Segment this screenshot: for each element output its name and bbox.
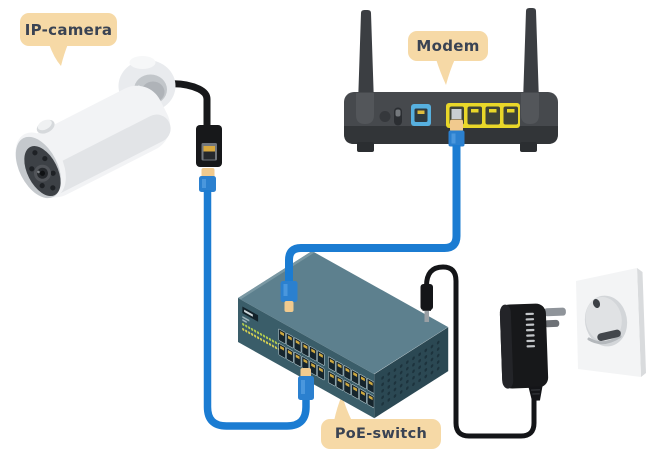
camera-callout-tail <box>49 44 68 66</box>
modem-antenna-left <box>358 10 374 104</box>
power-adapter <box>499 303 566 401</box>
rj45-plug <box>199 176 216 192</box>
dc-plug-tip <box>424 310 429 322</box>
callout-modem: Modem <box>408 31 488 61</box>
rj45-boot <box>300 368 311 378</box>
modem-wan-port <box>411 104 431 126</box>
power-cable <box>420 264 537 439</box>
adapter-prong <box>544 319 560 328</box>
camera-lens <box>33 164 51 182</box>
modem <box>344 8 558 152</box>
wall-outlet <box>576 268 646 377</box>
adapter-prong <box>543 307 566 317</box>
modem-antenna-right <box>523 8 539 102</box>
modem-foot <box>357 142 374 152</box>
switch-front-face <box>238 298 375 419</box>
modem-callout-tail <box>436 59 455 85</box>
rj45-boot <box>201 168 215 178</box>
switch-leds-row1 <box>242 322 281 346</box>
callout-tails <box>49 44 455 421</box>
dc-barrel-plug <box>420 284 433 310</box>
adapter-vents <box>525 312 536 348</box>
switch-side-face <box>374 327 449 419</box>
switch-callout-tail <box>334 395 352 421</box>
rj45-plug <box>298 376 314 400</box>
socket-hole-bottom <box>597 329 621 341</box>
switch-vents <box>381 337 445 406</box>
ip-camera <box>15 56 222 199</box>
callout-poe-switch: PoE-switch <box>321 419 441 449</box>
modem-button <box>379 111 391 122</box>
rj45-boot <box>450 119 463 132</box>
modem-switch-cable <box>280 109 465 312</box>
modem-foot <box>520 142 537 152</box>
rj45-plug <box>448 130 465 147</box>
switch-leds-row2 <box>242 327 281 351</box>
socket-hole-top <box>592 299 601 308</box>
modem-lan-ports <box>446 103 520 128</box>
rj45-boot <box>284 301 294 312</box>
camera-switch-cable <box>199 168 314 430</box>
ethernet-coupler <box>196 125 222 167</box>
callout-ip-camera: IP-camera <box>20 13 117 46</box>
poe-switch <box>238 251 449 419</box>
camera-ir-leds <box>29 150 56 191</box>
camera-body <box>15 85 171 199</box>
rj45-plug <box>280 281 298 302</box>
